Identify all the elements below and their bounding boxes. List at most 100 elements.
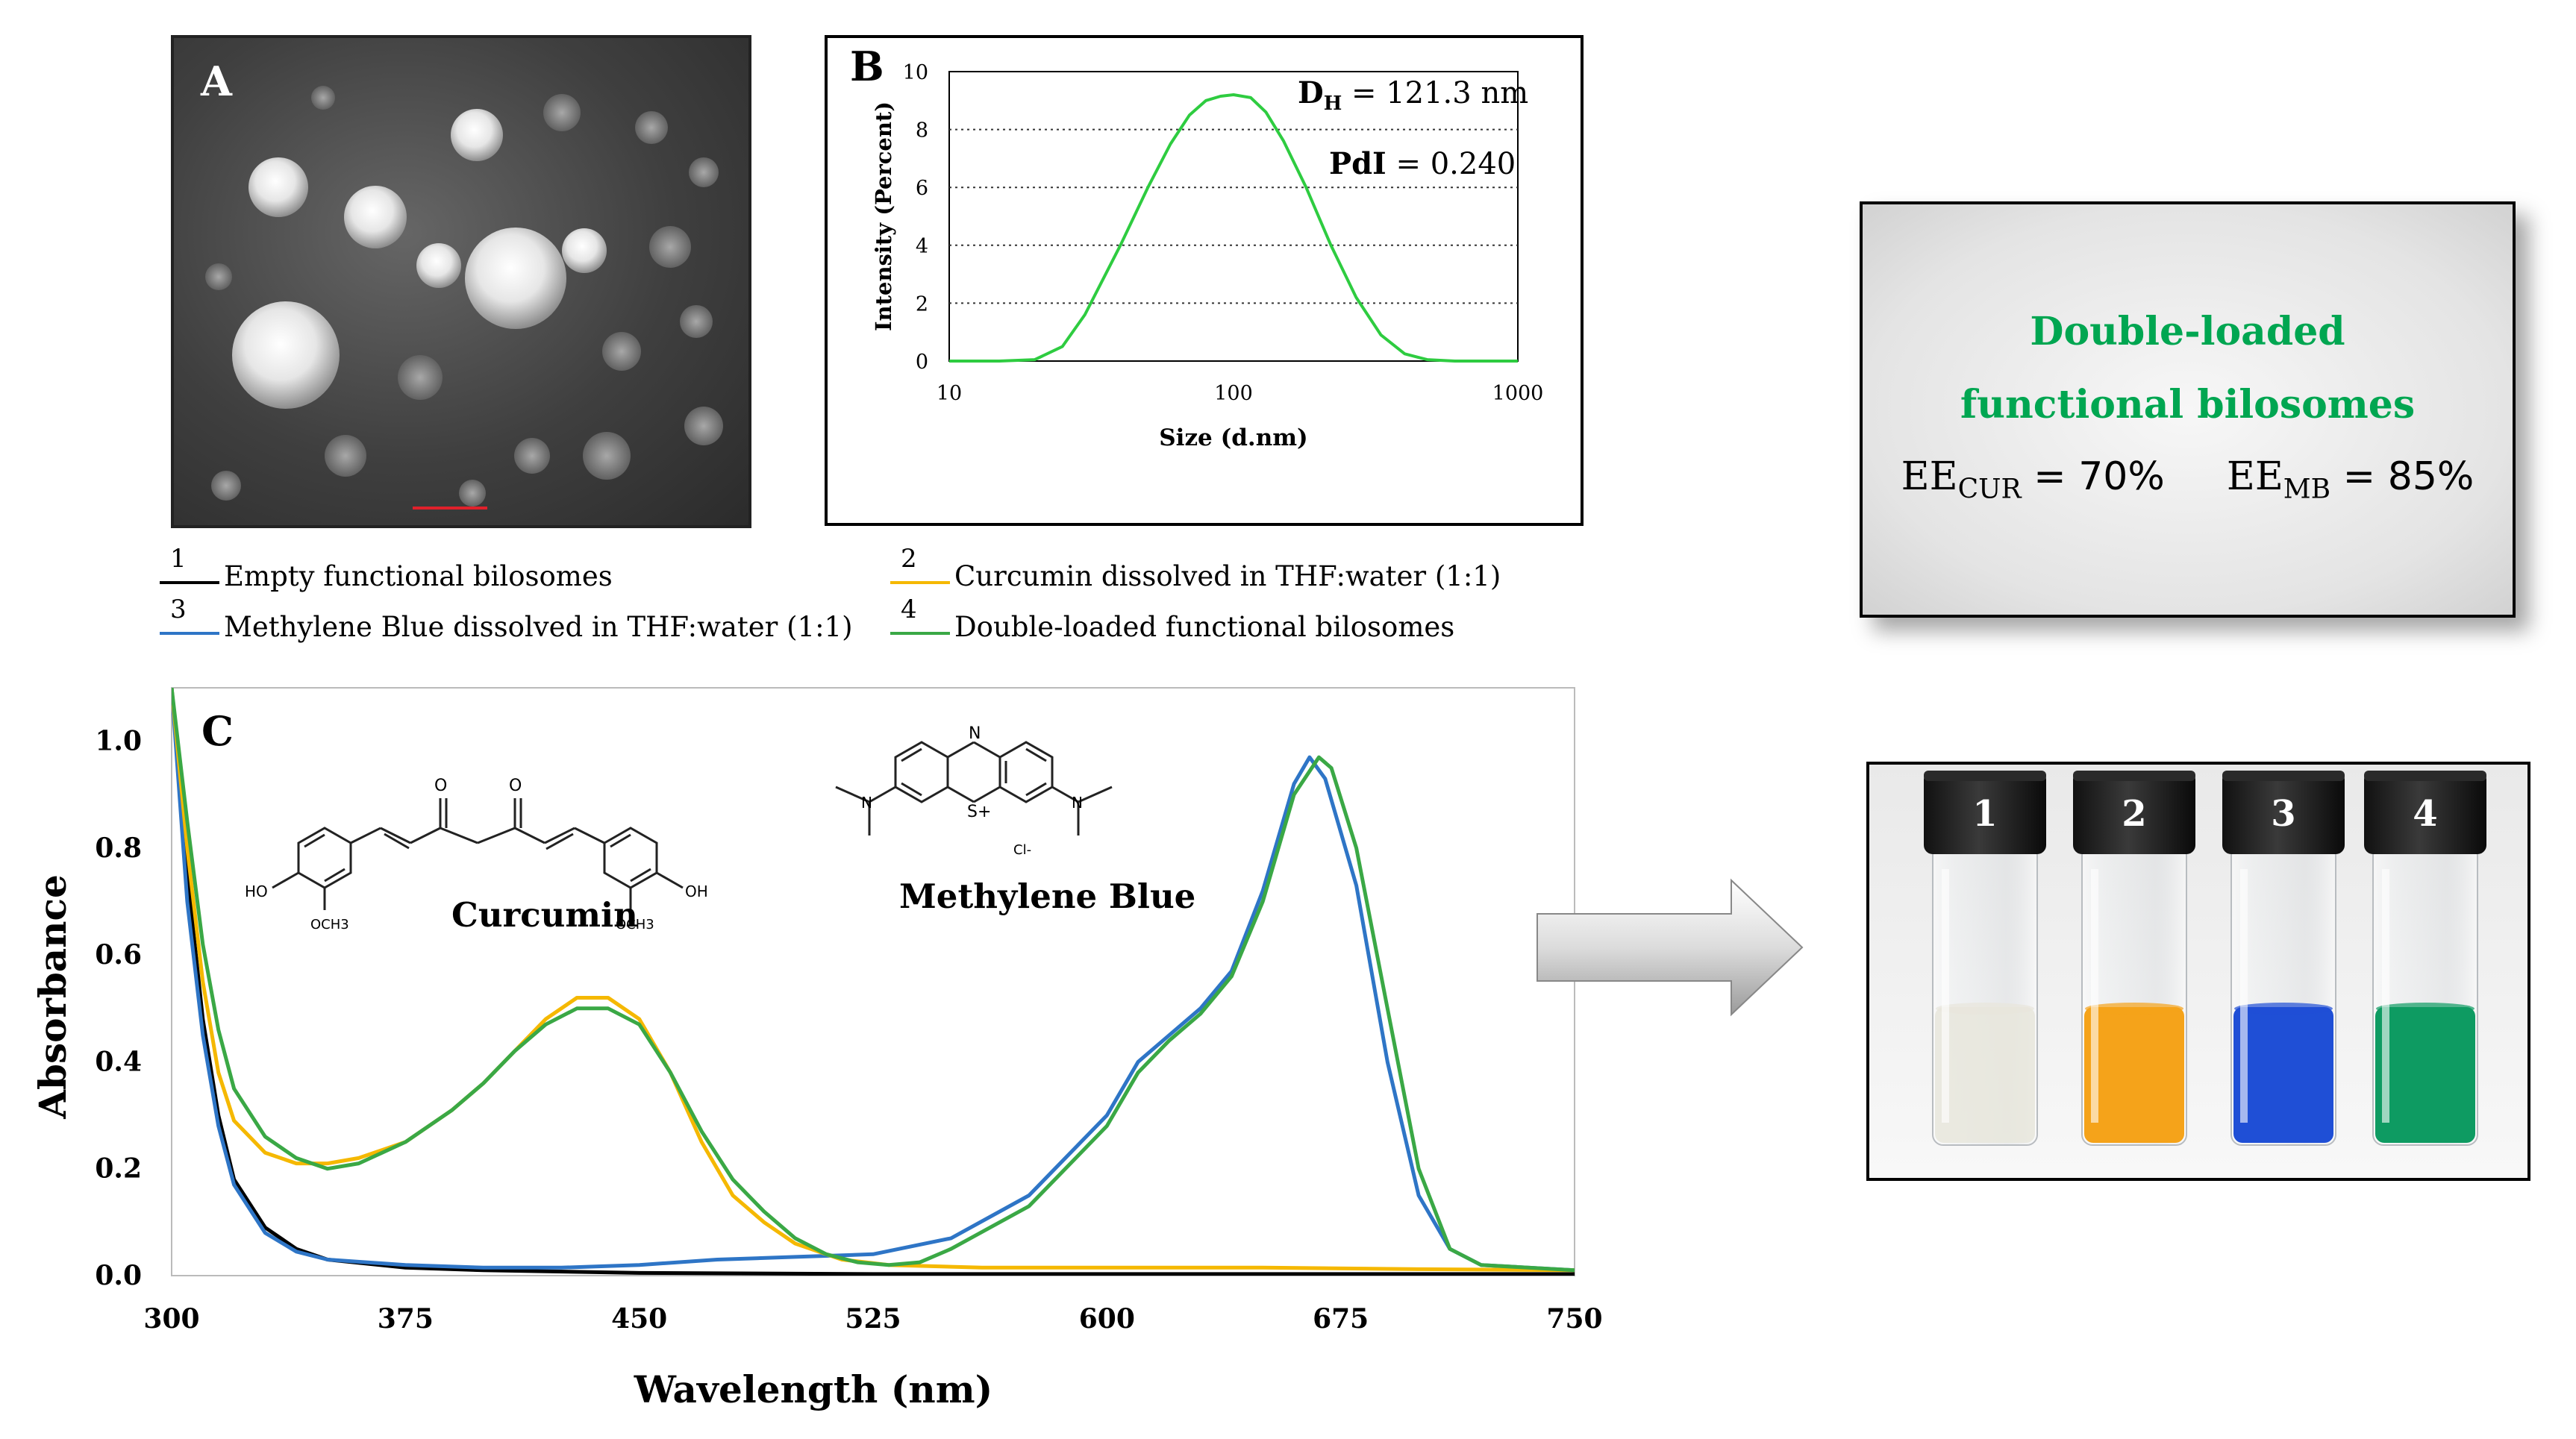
vial-cap bbox=[2364, 771, 2486, 854]
curcumin-label: Curcumin bbox=[451, 895, 638, 935]
vesicle bbox=[635, 111, 668, 144]
vial-number: 2 bbox=[2122, 793, 2146, 835]
methoxy-right: OCH3 bbox=[616, 917, 654, 932]
y-axis-label: Absorbance bbox=[31, 874, 75, 1120]
vesicle bbox=[562, 228, 607, 273]
ee-mb-subscript: MB bbox=[2283, 474, 2331, 505]
legend-swatch bbox=[890, 581, 950, 584]
tem-micrograph: A bbox=[171, 35, 751, 528]
legend-label: Curcumin dissolved in THF:water (1:1) bbox=[954, 560, 1501, 592]
panel-b-letter: B bbox=[850, 43, 884, 90]
x-tick-label: 10 bbox=[937, 382, 962, 405]
y-tick-label: 0.8 bbox=[95, 833, 142, 864]
vesicle bbox=[465, 228, 566, 329]
panel-a-letter: A bbox=[201, 57, 232, 105]
y-tick-label: 1.0 bbox=[95, 726, 142, 757]
vesicle bbox=[680, 305, 713, 338]
absorbance-line-2 bbox=[172, 688, 1575, 1273]
cap-rim bbox=[2364, 771, 2486, 781]
right-arrow-icon bbox=[1536, 878, 1804, 1017]
vial-cap bbox=[2222, 771, 2345, 854]
vial-number: 3 bbox=[2271, 793, 2295, 835]
carbonyl-o-right: O bbox=[509, 777, 522, 795]
x-tick-label: 1000 bbox=[1492, 382, 1544, 405]
x-tick-label: 600 bbox=[1079, 1303, 1135, 1335]
vesicle bbox=[602, 332, 641, 371]
legend-num: 2 bbox=[901, 544, 917, 574]
ee-title-line2: functional bilosomes bbox=[1960, 382, 2416, 427]
dimethylamino-right: N bbox=[1072, 794, 1083, 812]
ee-cur: EECUR = 70% bbox=[1901, 454, 2165, 504]
glass-highlight bbox=[2240, 869, 2248, 1123]
vial-liquid bbox=[2233, 1007, 2333, 1143]
vesicle bbox=[211, 471, 241, 501]
ring-nitrogen: N bbox=[969, 724, 981, 743]
absorbance-line-3 bbox=[172, 688, 1575, 1273]
x-tick-label: 100 bbox=[1214, 382, 1253, 405]
hydroxyl-right: OH bbox=[685, 882, 708, 900]
y-tick-label: 0 bbox=[916, 351, 928, 374]
vesicle bbox=[689, 157, 719, 187]
x-axis-label: Wavelength (nm) bbox=[634, 1367, 993, 1411]
y-tick-label: 0.6 bbox=[95, 939, 142, 971]
vesicle bbox=[459, 480, 486, 507]
legend-swatch bbox=[160, 581, 219, 584]
dh-annotation: DH = 121.3 nm bbox=[1298, 75, 1528, 115]
vesicle bbox=[514, 438, 550, 474]
glass-highlight bbox=[2382, 869, 2389, 1123]
y-tick-label: 6 bbox=[916, 177, 928, 200]
x-tick-label: 675 bbox=[1313, 1303, 1369, 1335]
vial-cap bbox=[2073, 771, 2195, 854]
pdi-label: PdI bbox=[1329, 146, 1387, 181]
ee-mb-value: = 85% bbox=[2342, 454, 2475, 499]
vesicle bbox=[416, 243, 461, 288]
y-tick-label: 0.2 bbox=[95, 1153, 142, 1185]
x-axis-label: Size (d.nm) bbox=[1159, 424, 1307, 451]
ee-cur-value: = 70% bbox=[2033, 454, 2165, 499]
encapsulation-efficiency-box: Double-loaded functional bilosomes EECUR… bbox=[1860, 201, 2516, 618]
x-tick-label: 750 bbox=[1546, 1303, 1602, 1335]
x-tick-label: 300 bbox=[143, 1303, 199, 1335]
y-tick-label: 8 bbox=[916, 119, 928, 142]
liquid-meniscus bbox=[2376, 1003, 2475, 1015]
carbonyl-o-left: O bbox=[434, 777, 447, 795]
legend-num: 3 bbox=[170, 595, 187, 624]
ee-cur-symbol: EE bbox=[1901, 454, 1958, 499]
y-tick-label: 0.4 bbox=[95, 1046, 142, 1077]
pdi-value: = 0.240 bbox=[1386, 147, 1516, 181]
plot-frame bbox=[948, 71, 1519, 362]
legend-swatch bbox=[160, 632, 219, 635]
dh-symbol: D bbox=[1298, 75, 1324, 110]
liquid-meniscus bbox=[2234, 1003, 2333, 1015]
vial-3: 3 bbox=[2222, 771, 2345, 1146]
methylene-blue-structure: N S+ N N Cl- bbox=[835, 724, 1113, 858]
cap-rim bbox=[2073, 771, 2195, 781]
y-tick-label: 10 bbox=[903, 61, 928, 84]
liquid-meniscus bbox=[2085, 1003, 2183, 1015]
dimethylamino-left: N bbox=[861, 794, 872, 812]
dh-subscript: H bbox=[1323, 93, 1342, 115]
y-axis-label: Intensity (Percent) bbox=[871, 101, 896, 331]
vial-1: 1 bbox=[1924, 771, 2046, 1146]
ee-values: EECUR = 70% EEMB = 85% bbox=[1863, 454, 2513, 504]
curcumin-structure: O O HO OCH3 OH OCH3 bbox=[245, 777, 708, 932]
y-tick-label: 0.0 bbox=[95, 1260, 142, 1291]
vesicle bbox=[232, 301, 340, 409]
ee-cur-subscript: CUR bbox=[1957, 474, 2022, 505]
vesicle bbox=[205, 263, 232, 290]
vesicle bbox=[583, 432, 631, 480]
dh-value: = 121.3 nm bbox=[1342, 76, 1529, 110]
legend-num: 1 bbox=[170, 544, 187, 574]
pdi-annotation: PdI = 0.240 bbox=[1329, 146, 1516, 181]
legend-label: Empty functional bilosomes bbox=[224, 560, 613, 592]
vesicle bbox=[398, 355, 443, 400]
ee-mb: EEMB = 85% bbox=[2226, 454, 2475, 504]
vial-liquid bbox=[2084, 1007, 2184, 1143]
vial-liquid bbox=[2375, 1007, 2475, 1143]
legend-label: Methylene Blue dissolved in THF:water (1… bbox=[224, 611, 853, 643]
ee-mb-symbol: EE bbox=[2226, 454, 2283, 499]
size-distribution-line bbox=[949, 93, 1518, 363]
